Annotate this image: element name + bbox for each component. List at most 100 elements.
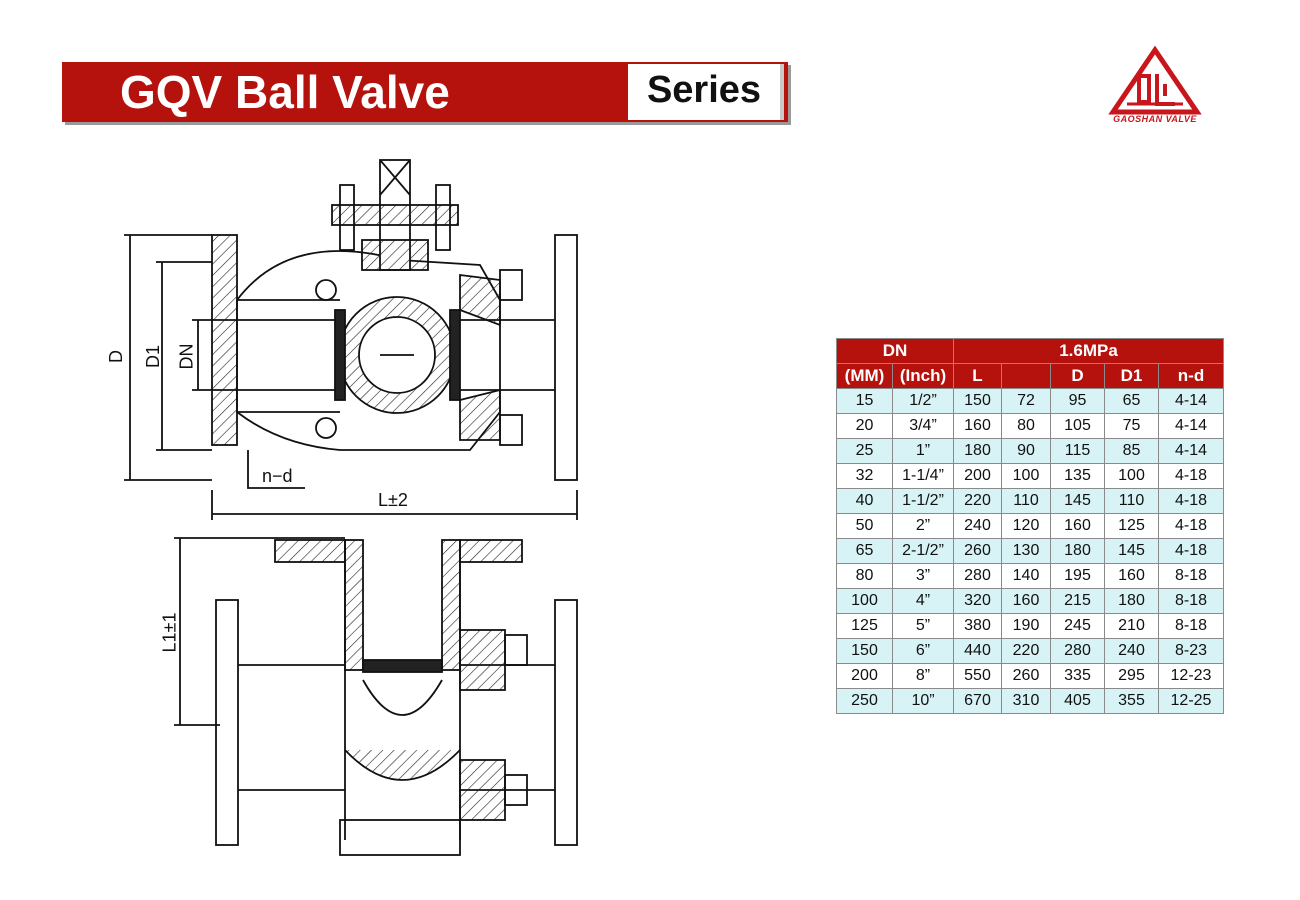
- table-cell: 550: [953, 663, 1002, 689]
- table-cell: 15: [836, 388, 893, 414]
- table-cell: 670: [953, 688, 1002, 714]
- table-cell: 190: [1001, 613, 1051, 639]
- table-cell: 4-18: [1158, 513, 1224, 539]
- table-cell: 40: [836, 488, 893, 514]
- table-cell: 180: [1104, 588, 1159, 614]
- table-cell: 160: [1050, 513, 1105, 539]
- table-cell: 20: [836, 413, 893, 439]
- column-header: D1: [1104, 363, 1159, 389]
- table-cell: 240: [1104, 638, 1159, 664]
- table-cell: 150: [836, 638, 893, 664]
- table-cell: 220: [1001, 638, 1051, 664]
- logo-text: GAOSHAN VALVE: [1113, 114, 1197, 124]
- table-cell: 140: [1001, 563, 1051, 589]
- table-cell: 260: [1001, 663, 1051, 689]
- table-cell: 210: [1104, 613, 1159, 639]
- table-cell: 145: [1104, 538, 1159, 564]
- table-cell: 335: [1050, 663, 1105, 689]
- table-cell: 3”: [892, 563, 954, 589]
- table-cell: 280: [1050, 638, 1105, 664]
- table-cell: 295: [1104, 663, 1159, 689]
- column-header: (MM): [836, 363, 893, 389]
- table-cell: 120: [1001, 513, 1051, 539]
- table-cell: 180: [1050, 538, 1105, 564]
- table-cell: 150: [953, 388, 1002, 414]
- table-cell: 8-23: [1158, 638, 1224, 664]
- table-cell: 280: [953, 563, 1002, 589]
- table-cell: 215: [1050, 588, 1105, 614]
- table-cell: 110: [1104, 488, 1159, 514]
- table-cell: 4”: [892, 588, 954, 614]
- table-cell: 195: [1050, 563, 1105, 589]
- column-header: L: [953, 363, 1002, 389]
- table-cell: 2”: [892, 513, 954, 539]
- table-cell: 32: [836, 463, 893, 489]
- table-cell: 245: [1050, 613, 1105, 639]
- page-title: GQV Ball Valve: [120, 66, 450, 118]
- table-cell: 405: [1050, 688, 1105, 714]
- table-cell: 10”: [892, 688, 954, 714]
- dim-label-l1: L1±1: [159, 612, 180, 653]
- table-cell: 2-1/2”: [892, 538, 954, 564]
- table-cell: 250: [836, 688, 893, 714]
- table-cell: 380: [953, 613, 1002, 639]
- table-cell: 1/2”: [892, 388, 954, 414]
- column-header: [1001, 363, 1051, 389]
- logo-mark-icon: [1108, 45, 1202, 115]
- table-cell: 100: [1104, 463, 1159, 489]
- table-cell: 4-14: [1158, 388, 1224, 414]
- table-cell: 65: [1104, 388, 1159, 414]
- table-cell: 8”: [892, 663, 954, 689]
- table-cell: 5”: [892, 613, 954, 639]
- table-cell: 1-1/4”: [892, 463, 954, 489]
- table-cell: 125: [1104, 513, 1159, 539]
- column-header: D: [1050, 363, 1105, 389]
- valve-technical-drawing: D D1 DN n−d L±2 L1±1: [100, 150, 600, 870]
- table-cell: 145: [1050, 488, 1105, 514]
- table-cell: 310: [1001, 688, 1051, 714]
- table-cell: 4-14: [1158, 438, 1224, 464]
- table-cell: 90: [1001, 438, 1051, 464]
- table-cell: 105: [1050, 413, 1105, 439]
- table-cell: 12-25: [1158, 688, 1224, 714]
- table-cell: 4-18: [1158, 463, 1224, 489]
- table-cell: 160: [953, 413, 1002, 439]
- series-box: Series: [628, 64, 784, 120]
- dim-label-d1: D1: [143, 344, 164, 369]
- table-cell: 1-1/2”: [892, 488, 954, 514]
- table-cell: 125: [836, 613, 893, 639]
- dim-label-nd: n−d: [262, 466, 293, 486]
- dim-label-l: L±2: [378, 490, 408, 510]
- table-cell: 355: [1104, 688, 1159, 714]
- table-cell: 100: [1001, 463, 1051, 489]
- dim-label-dn: DN: [176, 343, 197, 370]
- table-cell: 3/4”: [892, 413, 954, 439]
- gaoshan-logo: GAOSHAN VALVE: [1105, 45, 1205, 128]
- table-cell: 240: [953, 513, 1002, 539]
- table-cell: 200: [836, 663, 893, 689]
- table-cell: 85: [1104, 438, 1159, 464]
- table-cell: 50: [836, 513, 893, 539]
- table-cell: 75: [1104, 413, 1159, 439]
- table-cell: 1”: [892, 438, 954, 464]
- valve-section-drawing: [124, 159, 578, 856]
- table-cell: 4-14: [1158, 413, 1224, 439]
- table-cell: 100: [836, 588, 893, 614]
- table-cell: 25: [836, 438, 893, 464]
- table-cell: 440: [953, 638, 1002, 664]
- table-cell: 8-18: [1158, 613, 1224, 639]
- table-cell: 130: [1001, 538, 1051, 564]
- table-cell: 160: [1001, 588, 1051, 614]
- table-cell: 95: [1050, 388, 1105, 414]
